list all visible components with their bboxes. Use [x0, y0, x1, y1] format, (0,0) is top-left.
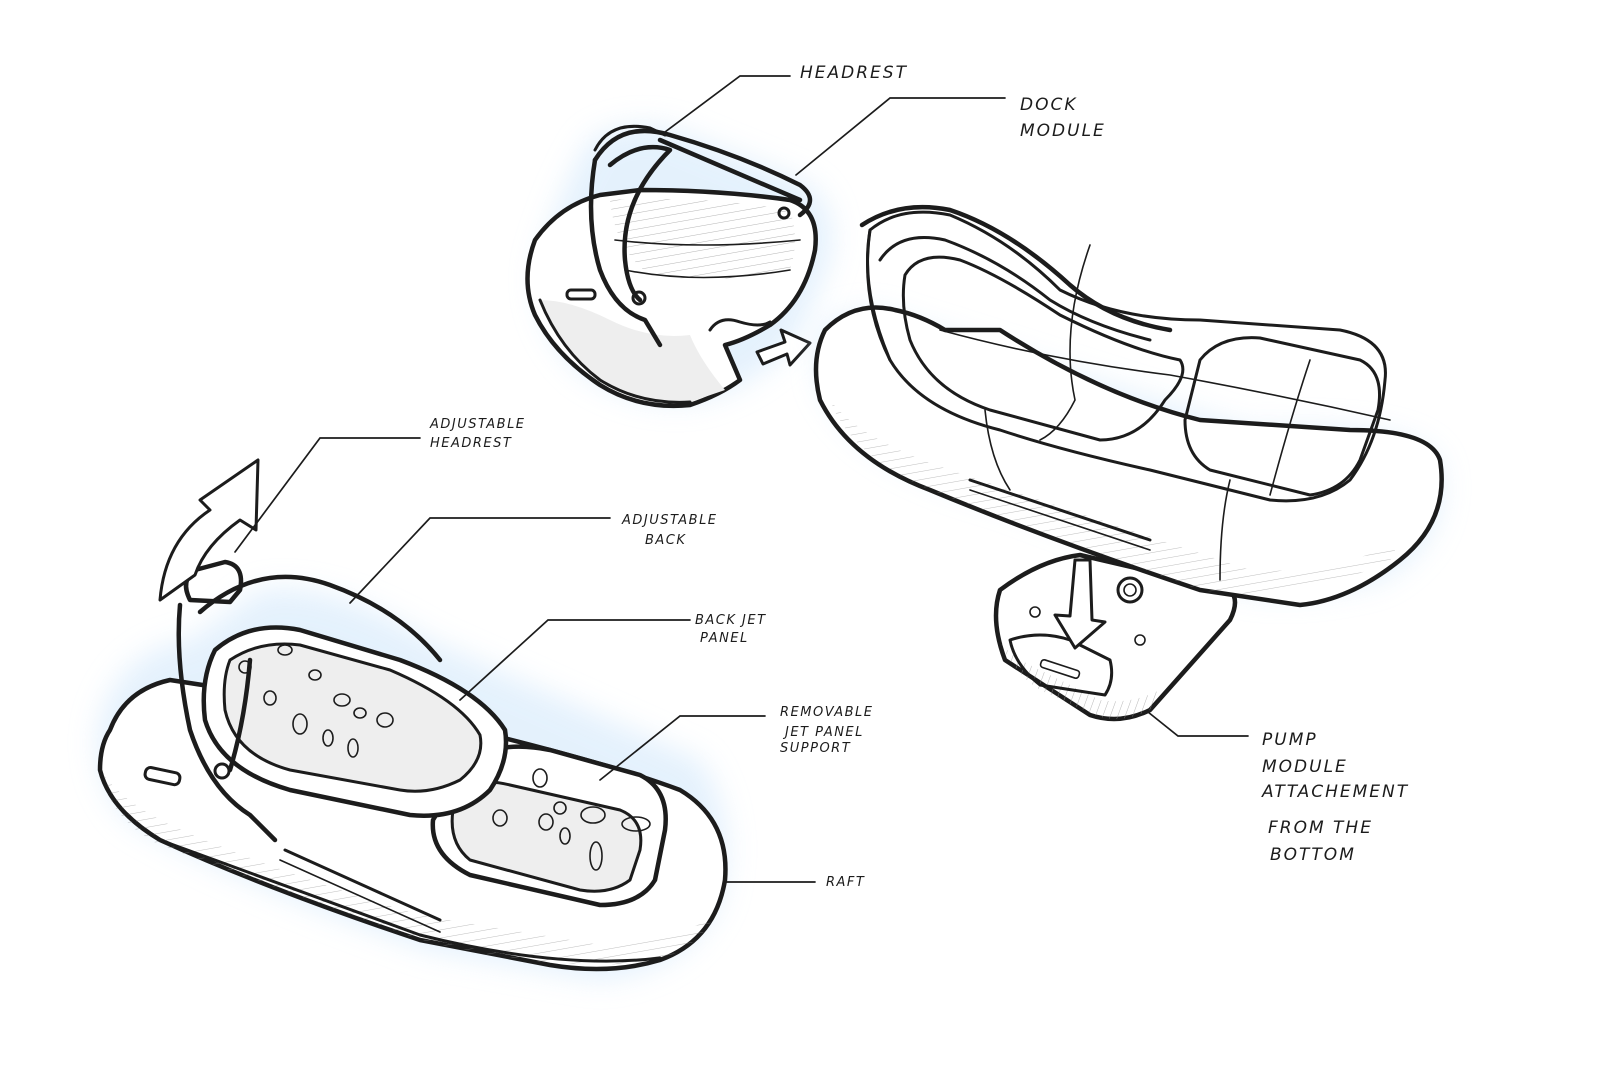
label-pump-line4: FROM THE: [1268, 818, 1373, 838]
label-adjustable-headrest-line2: HEADREST: [430, 436, 512, 451]
label-removable-line2: JET PANEL: [782, 725, 864, 740]
back-module-sketch: [813, 204, 1444, 722]
label-dock-module-line2: MODULE: [1020, 121, 1106, 141]
label-pump-line5: BOTTOM: [1270, 845, 1356, 865]
label-removable-line3: SUPPORT: [780, 741, 851, 756]
label-pump-line3: ATTACHEMENT: [1261, 782, 1409, 802]
jet-nozzles-back: [238, 644, 394, 758]
label-adjustable-back-line2: BACK: [645, 533, 686, 548]
down-arrow-icon: [1053, 558, 1107, 650]
annotation-labels: HEADREST DOCK MODULE ADJUSTABLE HEADREST…: [429, 63, 1409, 890]
label-back-jet-panel-line2: PANEL: [700, 631, 749, 646]
label-adjustable-back-line1: ADJUSTABLE: [621, 513, 718, 528]
label-raft: RAFT: [826, 875, 865, 890]
jet-nozzles-right: [492, 768, 651, 871]
tilt-arrow-icon: [158, 458, 260, 602]
label-back-jet-panel-line1: BACK JET: [695, 613, 767, 628]
label-pump-line1: PUMP: [1262, 730, 1318, 750]
leader-lines: [234, 75, 1249, 883]
label-removable-line1: REMOVABLE: [780, 705, 873, 720]
insert-arrow-icon: [755, 328, 812, 367]
label-adjustable-headrest-line1: ADJUSTABLE: [429, 417, 526, 432]
dock-module-sketch: [525, 124, 832, 409]
label-pump-line2: MODULE: [1262, 757, 1348, 777]
assembled-unit-sketch: [97, 458, 728, 980]
label-dock-module-line1: DOCK: [1020, 95, 1078, 115]
label-headrest: HEADREST: [800, 63, 908, 83]
